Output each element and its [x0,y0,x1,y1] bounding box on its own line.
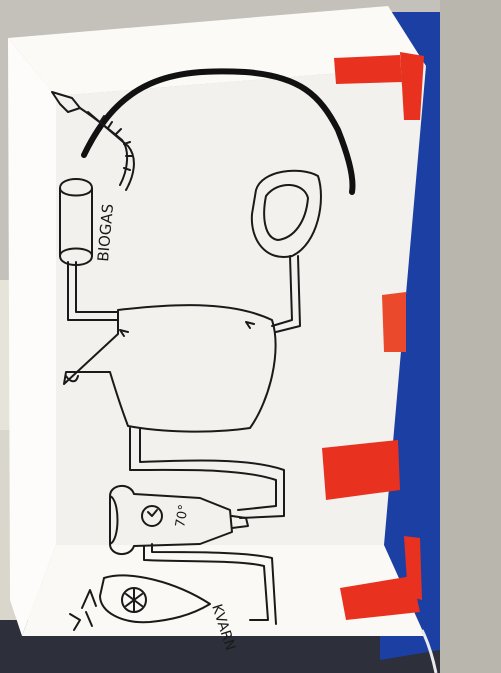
tape-middle [382,292,406,352]
tape-top-side [400,52,424,120]
tape-lower [322,440,400,500]
paper-left-edge [8,38,56,636]
tape-top [334,55,402,84]
wall-right [440,0,501,673]
